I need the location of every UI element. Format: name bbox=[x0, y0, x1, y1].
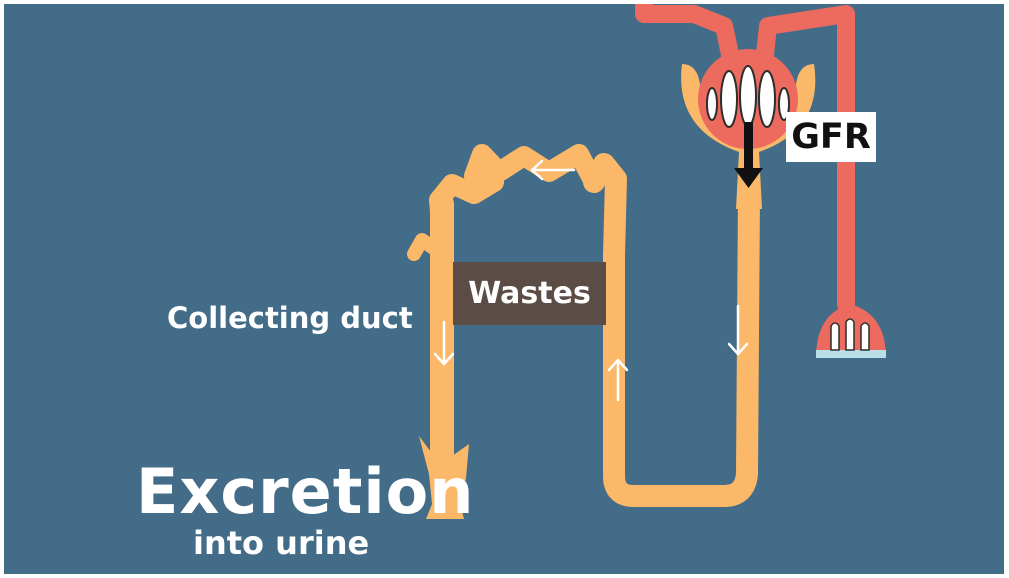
into-urine-label: into urine bbox=[193, 524, 369, 562]
gfr-label: GFR bbox=[786, 112, 876, 162]
excretion-label: Excretion bbox=[136, 455, 474, 528]
nephron-diagram: Collecting duct Wastes GFR Excretion int… bbox=[4, 4, 1004, 574]
collecting-duct-label: Collecting duct bbox=[167, 301, 413, 335]
proximal-tubule bbox=[594, 164, 749, 496]
tubule bbox=[414, 154, 749, 496]
wastes-box: Wastes bbox=[453, 262, 606, 325]
afferent-arteriole bbox=[644, 4, 732, 64]
capillary-bulb bbox=[816, 304, 886, 358]
distal-tubule bbox=[439, 154, 594, 234]
